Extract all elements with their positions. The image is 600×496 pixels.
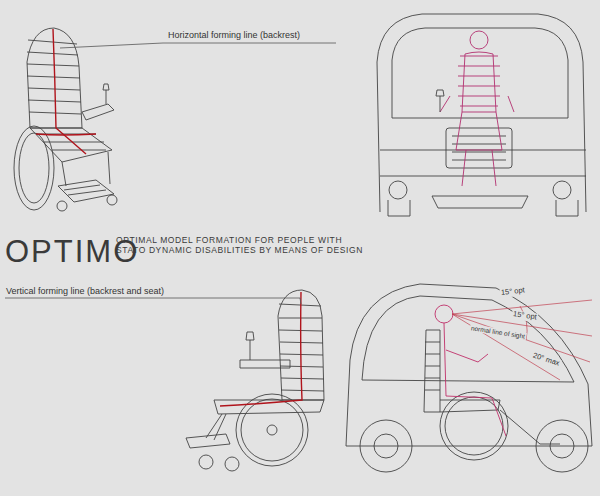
path-stroke bbox=[392, 28, 568, 118]
path-stroke bbox=[456, 112, 502, 150]
wheelchair-side bbox=[186, 290, 324, 471]
path-stroke bbox=[60, 43, 336, 48]
wheelchair-perspective bbox=[14, 28, 117, 211]
subtitle: OPTIMAL MODEL FORMATION FOR PEOPLE WITH … bbox=[116, 236, 371, 256]
path-stroke bbox=[436, 90, 444, 112]
path-stroke bbox=[82, 104, 114, 120]
path-stroke bbox=[346, 284, 592, 446]
angle-label: 15° opt bbox=[511, 310, 538, 322]
path-stroke bbox=[214, 400, 324, 414]
forming-line bbox=[220, 292, 302, 406]
path-stroke bbox=[425, 342, 440, 390]
path-stroke bbox=[186, 434, 230, 448]
circle-stroke bbox=[199, 455, 213, 469]
path-stroke bbox=[246, 332, 254, 360]
path-stroke bbox=[500, 410, 560, 444]
path-stroke bbox=[432, 196, 528, 208]
sight-lines bbox=[452, 300, 592, 380]
circle-stroke bbox=[553, 181, 571, 199]
circle-stroke bbox=[550, 434, 574, 458]
sight-label: normal line of sight bbox=[469, 324, 526, 340]
path-stroke bbox=[240, 360, 290, 368]
path-stroke bbox=[440, 96, 514, 112]
driver-figure bbox=[440, 31, 514, 186]
circle-stroke bbox=[267, 425, 277, 435]
circle-stroke bbox=[470, 31, 488, 49]
ellipse-stroke bbox=[19, 133, 49, 203]
path-stroke bbox=[444, 323, 506, 436]
leader-line bbox=[5, 298, 301, 304]
circle-stroke bbox=[536, 420, 588, 472]
circle-stroke bbox=[360, 420, 412, 472]
circle-stroke bbox=[107, 195, 117, 205]
joystick bbox=[436, 90, 444, 112]
path-stroke bbox=[452, 314, 560, 380]
path-stroke bbox=[380, 150, 586, 176]
circle-stroke bbox=[389, 181, 407, 199]
path-stroke bbox=[58, 180, 114, 202]
path-stroke bbox=[424, 330, 440, 412]
path-stroke bbox=[64, 185, 106, 195]
circle-stroke bbox=[57, 201, 67, 211]
angle-label: 15° opt bbox=[500, 286, 527, 297]
leader-label: Vertical forming line (backrest and seat… bbox=[6, 286, 164, 296]
path-stroke bbox=[462, 150, 496, 186]
car-side-view bbox=[346, 284, 592, 472]
path-stroke bbox=[62, 152, 110, 186]
leader-label: Horizontal forming line (backrest) bbox=[168, 30, 300, 40]
circle-stroke bbox=[445, 397, 503, 455]
ellipse-stroke bbox=[14, 126, 54, 210]
circle-stroke bbox=[225, 457, 239, 471]
path-stroke bbox=[5, 298, 301, 304]
circle-stroke bbox=[440, 392, 508, 460]
path-stroke bbox=[377, 14, 586, 212]
circle-stroke bbox=[241, 399, 303, 461]
path-stroke bbox=[462, 52, 496, 112]
path-stroke bbox=[103, 84, 109, 104]
angle-label: 20° max bbox=[531, 351, 562, 368]
path-stroke bbox=[452, 314, 590, 362]
circle-stroke bbox=[374, 434, 398, 458]
circle-stroke bbox=[435, 305, 453, 323]
path-stroke bbox=[30, 128, 112, 162]
path-stroke bbox=[362, 296, 574, 382]
path-stroke bbox=[452, 136, 506, 160]
car-front-view bbox=[377, 14, 586, 216]
path-stroke bbox=[440, 400, 500, 412]
path-stroke bbox=[36, 134, 96, 135]
path-stroke bbox=[220, 292, 302, 406]
leader-line bbox=[60, 43, 336, 48]
